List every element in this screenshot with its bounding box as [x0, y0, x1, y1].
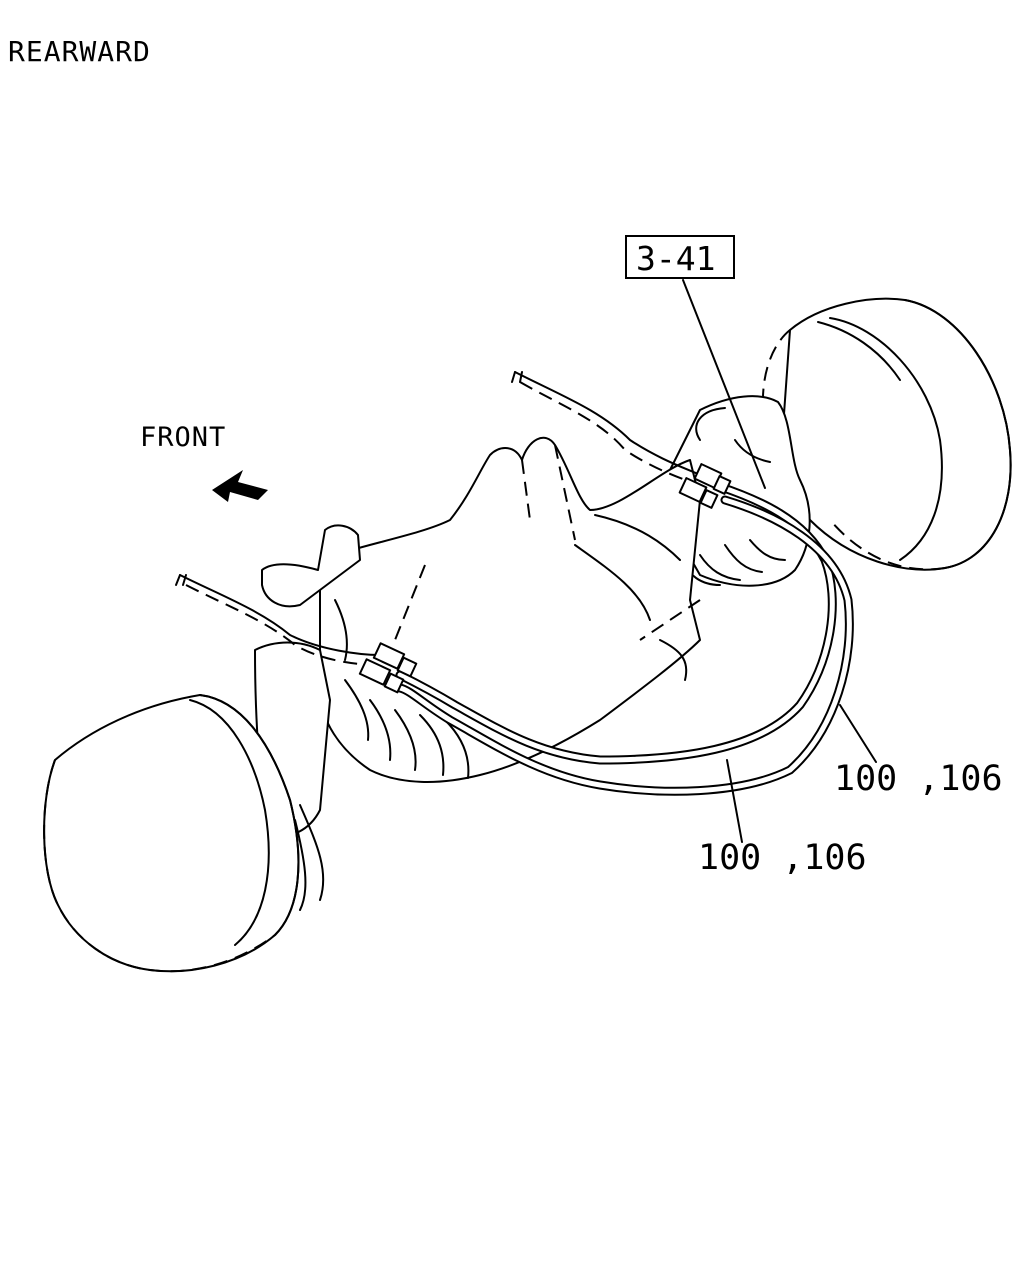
view-direction-label: REARWARD — [8, 35, 151, 68]
leader-lines — [682, 279, 877, 843]
left-brake-drum — [43, 641, 331, 973]
front-arrow-icon — [212, 470, 268, 502]
brake-hoses — [395, 481, 854, 796]
front-direction-label: FRONT — [140, 422, 227, 453]
right-brake-drum — [761, 297, 1012, 571]
reference-callout-box[interactable] — [625, 235, 735, 279]
part-callout-upper[interactable]: 100 ,106 — [834, 759, 1003, 799]
hose-fittings — [358, 463, 732, 694]
part-callout-lower[interactable]: 100 ,106 — [698, 838, 867, 878]
brake-pipes — [175, 371, 701, 666]
reference-callout-text: 3-41 — [636, 239, 716, 278]
